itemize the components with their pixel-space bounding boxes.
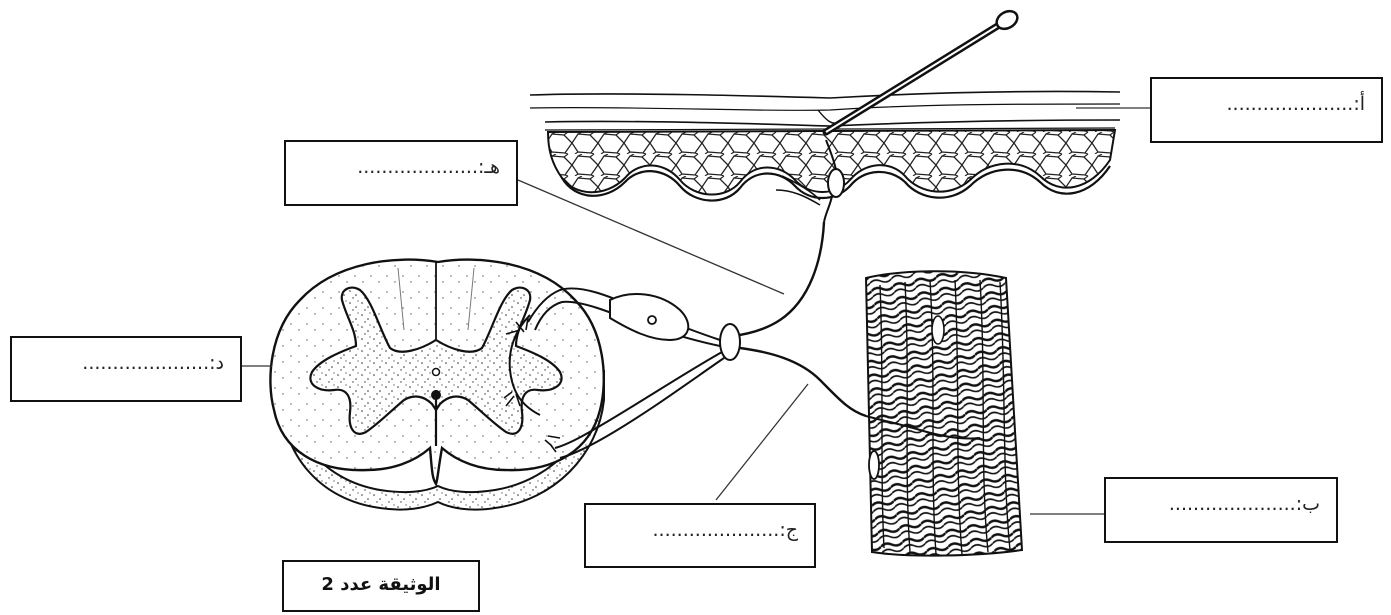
central-canal [433,369,440,376]
label-h-text: هـ:.................... [357,156,500,178]
label-j-text: ج:..................... [653,519,799,541]
muscle-section [866,271,1022,555]
label-box-j[interactable]: ج:..................... [584,503,816,568]
skin-section [530,91,1120,200]
label-box-d[interactable]: د:..................... [10,336,242,402]
motor-nerve-fiber [740,348,866,416]
pin-stimulus [826,8,1021,132]
label-box-a[interactable]: أ:..................... [1150,77,1383,143]
spinal-nerve-junction [720,324,740,360]
label-box-b[interactable]: ب:..................... [1104,477,1338,543]
label-a-text: أ:..................... [1226,93,1365,115]
label-box-h[interactable]: هـ:.................... [284,140,518,206]
label-d-text: د:..................... [82,352,224,374]
label-b-text: ب:..................... [1169,493,1320,515]
spinal-cord-section [270,260,604,510]
sensory-nerve-fiber [733,222,824,336]
document-title: الوثيقة عدد 2 [282,560,480,612]
